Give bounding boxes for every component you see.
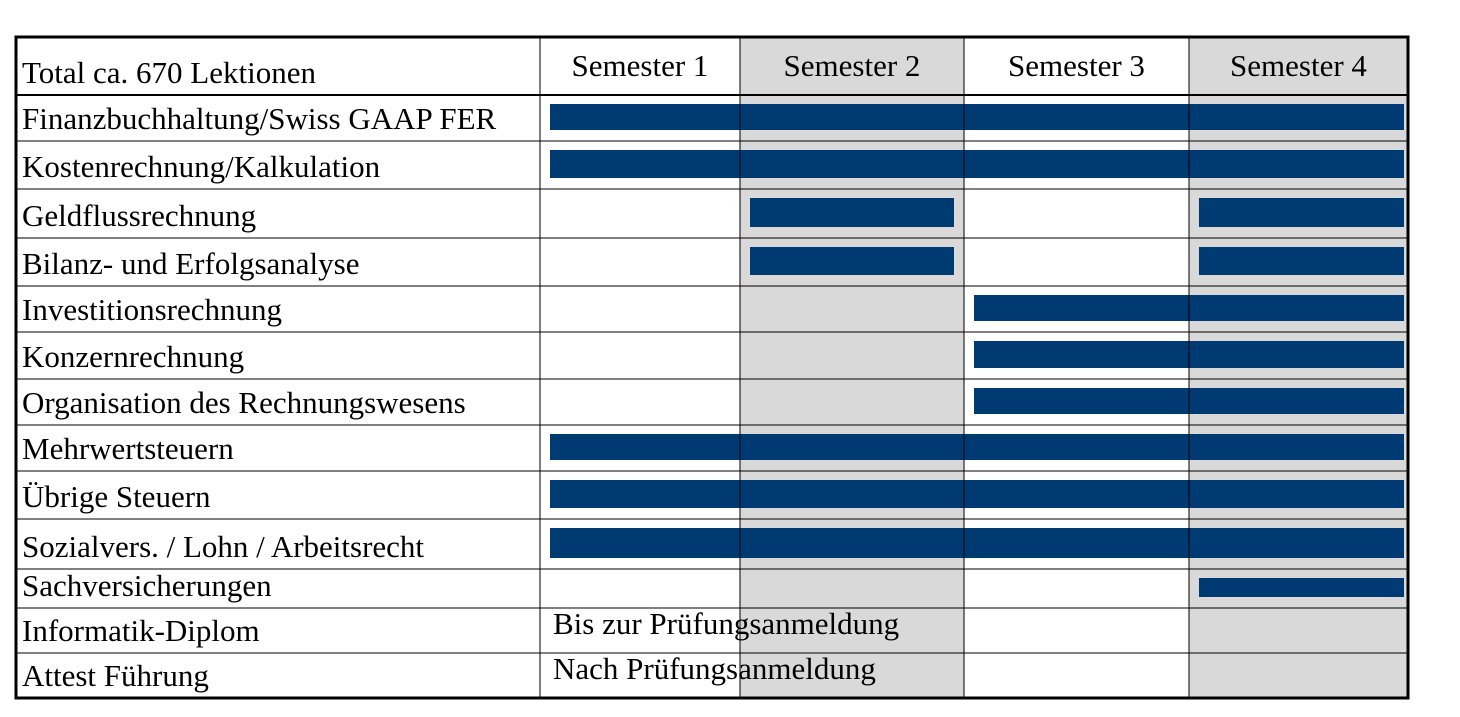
row-label: Kostenrechnung/Kalkulation xyxy=(22,149,381,184)
row-label: Sachversicherungen xyxy=(22,568,272,603)
gantt-bar xyxy=(550,104,1404,130)
gantt-bar xyxy=(1199,578,1404,597)
row-label: Mehrwertsteuern xyxy=(22,431,234,466)
semester-header-1: Semester 1 xyxy=(572,48,709,83)
row-label: Bilanz- und Erfolgsanalyse xyxy=(22,246,359,281)
gantt-bar xyxy=(750,247,954,275)
gantt-bar xyxy=(1199,198,1404,227)
row-note: Nach Prüfungsanmeldung xyxy=(553,651,876,686)
gantt-bar xyxy=(1199,247,1404,275)
total-lessons-label: Total ca. 670 Lektionen xyxy=(22,55,316,90)
row-label: Informatik-Diplom xyxy=(22,613,260,648)
semester-header-3: Semester 3 xyxy=(1008,48,1145,83)
semester-header-4: Semester 4 xyxy=(1230,48,1367,83)
row-label: Finanzbuchhaltung/Swiss GAAP FER xyxy=(22,101,497,136)
row-label: Konzernrechnung xyxy=(22,339,244,374)
row-label: Attest Führung xyxy=(22,658,209,693)
table-frame xyxy=(14,35,1410,700)
gantt-bar xyxy=(550,150,1404,178)
row-label: Investitionsrechnung xyxy=(22,292,282,327)
gantt-bar xyxy=(750,198,954,227)
row-note: Bis zur Prüfungsanmeldung xyxy=(553,606,899,641)
gantt-bar xyxy=(550,480,1404,508)
semester-header-2: Semester 2 xyxy=(784,48,921,83)
gantt-bar xyxy=(550,528,1404,558)
row-label: Geldflussrechnung xyxy=(22,198,256,233)
row-label: Übrige Steuern xyxy=(22,479,211,514)
row-label: Organisation des Rechnungswesens xyxy=(22,385,466,420)
gantt-bar xyxy=(550,434,1404,460)
row-label: Sozialvers. / Lohn / Arbeitsrecht xyxy=(22,529,424,564)
shaded-column-2 xyxy=(740,37,964,698)
